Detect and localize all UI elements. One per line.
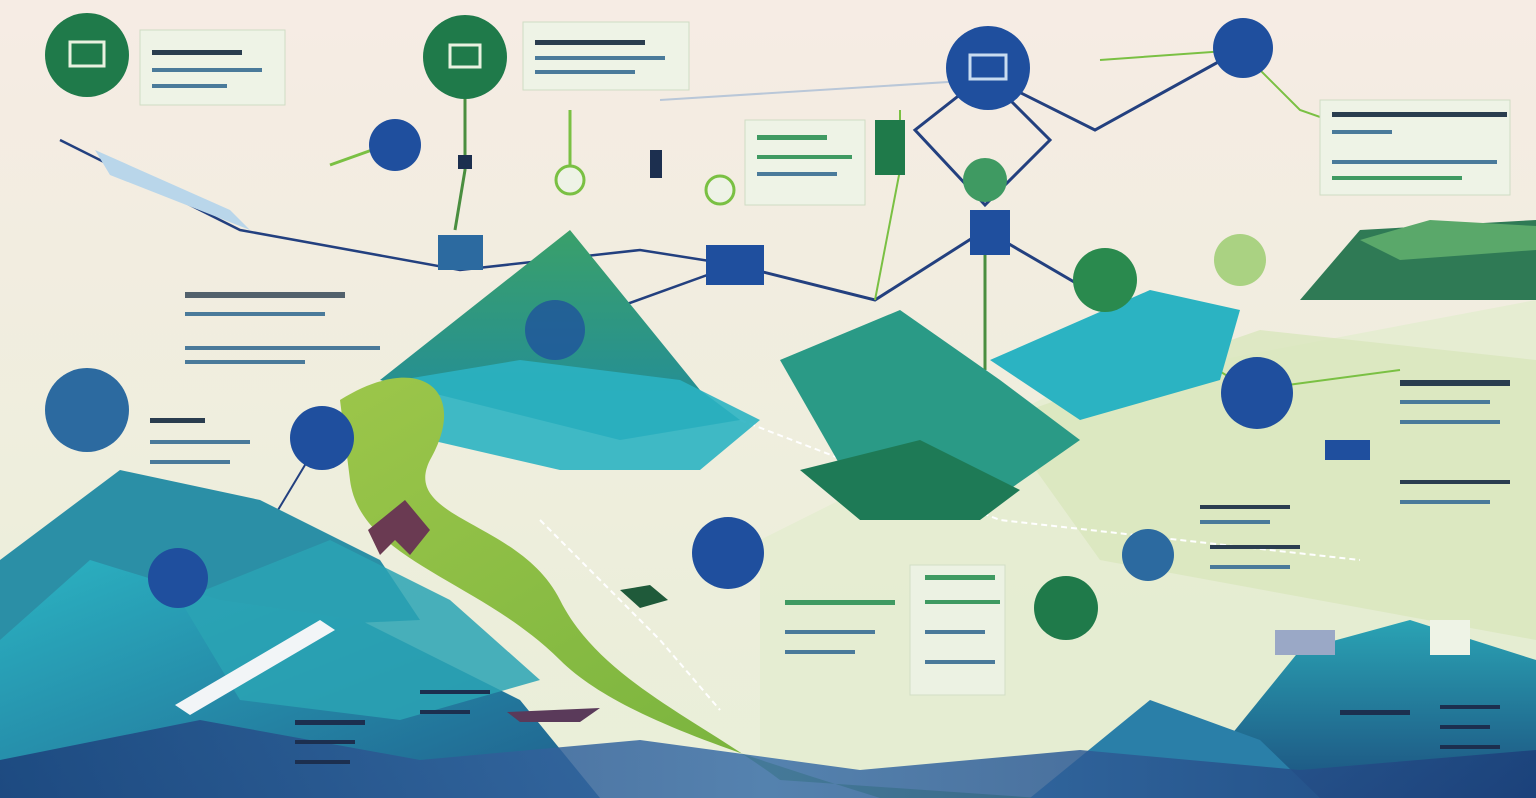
ship-icon	[507, 708, 600, 722]
building-icon	[458, 155, 472, 169]
plane-icon	[95, 150, 250, 230]
left-valley	[180, 540, 540, 720]
network-nodes	[45, 13, 1293, 640]
building-icon	[650, 150, 662, 178]
map-pin-icon	[620, 585, 668, 608]
circle-node-icon	[704, 174, 736, 206]
circle-node-icon	[1034, 576, 1098, 640]
circle-node-icon	[946, 26, 1030, 110]
info-panel-bottom-left	[295, 690, 490, 764]
circle-node-icon	[1214, 234, 1266, 286]
building-icon	[1275, 630, 1335, 655]
circle-node-icon	[369, 119, 421, 171]
info-panel-center-low	[785, 600, 895, 654]
circle-node-icon	[554, 164, 586, 196]
building-icons	[438, 120, 1470, 655]
circle-node-icon	[1221, 357, 1293, 429]
right-plateau-top	[1360, 220, 1536, 260]
circle-node-icon	[1073, 248, 1137, 312]
info-panel-center-right	[909, 564, 1006, 696]
building-icon	[1325, 440, 1370, 460]
info-panel-left-lower	[150, 418, 250, 464]
building-icon	[1430, 620, 1470, 655]
circle-node-icon	[148, 548, 208, 608]
info-panel-right-center	[1200, 505, 1300, 569]
building-icon	[970, 210, 1010, 255]
building-icon	[875, 120, 905, 175]
circle-node-icon	[1122, 529, 1174, 581]
circle-node-icon	[423, 15, 507, 99]
info-panel-right	[1319, 99, 1511, 196]
info-panel-left-mid	[185, 292, 380, 364]
bottom-hills	[0, 720, 1536, 798]
circle-node-icon	[45, 13, 129, 97]
plane-icon	[368, 500, 430, 555]
central-dark-hill	[800, 440, 1020, 520]
info-panel-top-center	[522, 21, 690, 91]
right-blue-hill	[990, 290, 1240, 420]
circle-node-icon	[290, 406, 354, 470]
info-panel-top-left	[139, 29, 286, 106]
circle-node-icon	[525, 300, 585, 360]
circle-node-icon	[963, 158, 1007, 202]
info-panel-right-mid	[1400, 380, 1510, 504]
info-panel-bottom-right	[1340, 705, 1500, 749]
lake	[400, 360, 760, 470]
building-icon	[706, 245, 764, 285]
vehicles	[95, 150, 668, 722]
circle-node-icon	[1213, 18, 1273, 78]
info-panel-mid-center	[744, 119, 866, 206]
circle-node-icon	[45, 368, 129, 452]
ship-icon	[175, 620, 335, 715]
circle-node-icon	[692, 517, 764, 589]
building-icon	[438, 235, 483, 270]
info-panels	[139, 21, 1511, 764]
green-river	[340, 377, 1040, 798]
